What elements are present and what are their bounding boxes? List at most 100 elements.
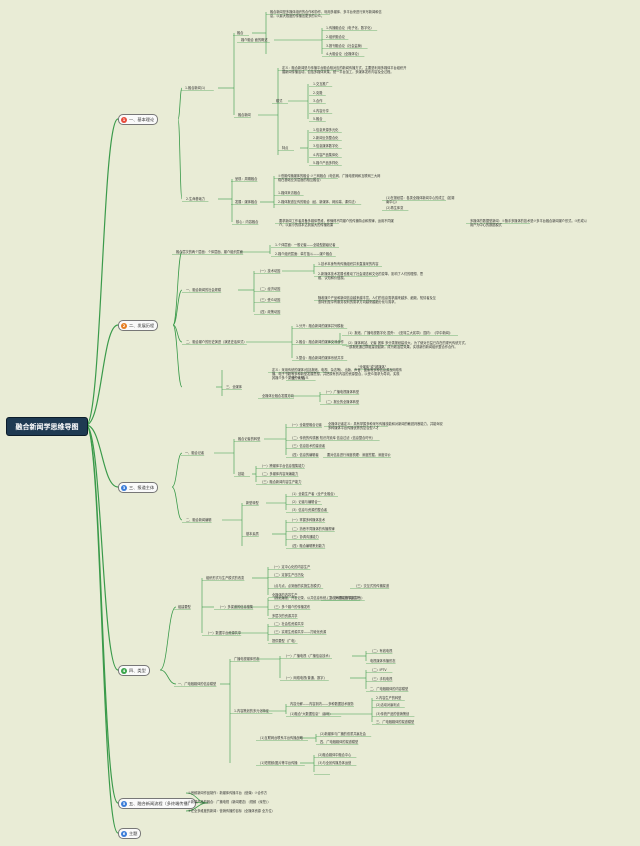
node-42[interactable]: 随着媒介产品和新闻信息越来越丰富，人们的信息需求越来越多、细致，知情者及互惠特别… xyxy=(318,296,436,304)
node-7[interactable]: 4.大融合论（全媒体论） xyxy=(326,52,361,56)
node-62[interactable]: （三）信息技术的建设者 xyxy=(290,444,326,448)
node-69[interactable]: 二、融合新闻编辑 xyxy=(186,518,212,522)
node-60[interactable]: 全媒体记者定义：具有掌握多种采写传播技能和对新闻的敏锐判断能力，并能驾驭多种媒体… xyxy=(328,422,443,430)
node-58[interactable]: 融合记者的转型 xyxy=(238,437,261,441)
node-46[interactable]: 2.融合：融合新闻的媒体交流合作 xyxy=(296,340,344,344)
node-24[interactable]: ①低普传播媒体的融合 ②三网融合（电信网、广播电视网和互联网三大网络在基础业务层… xyxy=(278,174,381,182)
node-26[interactable]: 1.媒体采访融合 xyxy=(278,191,301,195)
node-81[interactable]: （一）定中心化的内容生产 xyxy=(272,565,311,569)
node-23[interactable]: 呈现：周期融合 xyxy=(235,177,258,181)
node-18[interactable]: 2.新闻业务整合化 xyxy=(313,136,339,140)
node-19[interactable]: 3.信息媒体数字化 xyxy=(313,144,339,148)
node-3[interactable]: 媒介融合 面的概述 xyxy=(241,38,268,42)
node-63[interactable]: （四）信息的编辑者 xyxy=(290,453,319,457)
node-15[interactable]: 5.融合 xyxy=(313,117,323,121)
node-104[interactable]: 1.内容策划的多元化特征 xyxy=(234,709,269,713)
node-56[interactable]: （二）报业的全媒体转型 xyxy=(324,400,360,404)
node-65[interactable]: 技能 xyxy=(238,472,245,476)
node-113[interactable]: 四、广电融媒体的渠道模型 xyxy=(320,740,359,744)
node-48[interactable]: （2）媒体网站、记者 团体 多分类报纸建设大。为了使对日益已存在的现代传统方式，… xyxy=(346,341,468,349)
node-34[interactable]: 1.个体层面：一般记者——全能型超级记者 xyxy=(275,243,336,247)
node-83[interactable]: （点与点，点到面的实施生态模式） xyxy=(272,584,323,588)
node-0[interactable]: 1.融合新闻(1) xyxy=(185,86,206,90)
node-2[interactable]: 融合新闻是多媒体组织的合作和协作，利用多媒体、多平台来进行采写新闻和信息，以最大… xyxy=(270,10,382,18)
flow-step[interactable]: ②新闻产品的融合：广播电视（新闻理念）（视频（深挖）） xyxy=(188,800,271,804)
node-99[interactable]: 电视媒体传播形态 xyxy=(370,659,396,663)
node-72[interactable]: （2）记者与编辑合一 xyxy=(290,500,321,504)
node-54[interactable]: 全媒体业融合发展方向 xyxy=(262,394,294,398)
node-21[interactable]: 5.媒介产品多样化 xyxy=(313,161,339,165)
node-95[interactable]: 一、广电融媒体的信息模型 xyxy=(178,682,217,686)
node-37[interactable]: （一）技术动因 xyxy=(258,269,281,273)
node-14[interactable]: 4.内容分享 xyxy=(313,109,329,113)
node-88[interactable]: （二）多元体的内容生产 xyxy=(325,596,361,600)
node-107[interactable]: (1)融合"大数据信息"（赢利） xyxy=(290,712,333,716)
node-92[interactable]: （二）社会性资源共享 xyxy=(272,622,304,626)
node-38[interactable]: 1.技术本身所有传播组织并未直接采的内容 xyxy=(318,262,379,266)
node-109[interactable]: (3)传统产品的营销策划 xyxy=(376,712,410,716)
node-50[interactable]: "全媒体"或"超媒体" xyxy=(358,365,387,369)
node-94[interactable]: 提供要型（广电） xyxy=(272,639,298,643)
node-100[interactable]: （一）网络电视(普通、数字) xyxy=(284,676,325,680)
node-70[interactable]: 新型转型 xyxy=(246,501,259,505)
node-28[interactable]: (1)在报纸层：各类全媒体新闻中心的成立（如湖南中心） xyxy=(386,196,455,204)
node-77[interactable]: （三）协调沟通能力 xyxy=(290,535,319,539)
node-36[interactable]: 一、融合新闻的社会规模 xyxy=(186,288,222,292)
node-106[interactable]: 2.内容生产的转型 xyxy=(376,696,402,700)
node-11[interactable]: 1.交互推广 xyxy=(313,82,329,86)
node-29[interactable]: (2)再生体变 xyxy=(386,206,404,210)
node-51[interactable]: 三、全媒体 xyxy=(226,385,242,389)
node-12[interactable]: 2.克隆 xyxy=(313,91,323,95)
node-1[interactable]: 融合 xyxy=(237,31,244,35)
root-node[interactable]: 融合新闻学思维导图 xyxy=(6,417,88,436)
node-66[interactable]: （一）跨媒体平台信息搜集能力 xyxy=(260,464,305,468)
node-90[interactable]: 多层次的资源共享 xyxy=(272,614,298,618)
node-85[interactable]: 全媒体的内容生产 xyxy=(272,593,298,597)
node-102[interactable]: （三）手机电视 xyxy=(370,677,393,681)
node-112[interactable]: (2)新媒体与广播的双重共赢社会 xyxy=(320,732,366,736)
node-49[interactable]: 3.整合：融合新闻的媒体系统共享 xyxy=(296,356,344,360)
flow-step[interactable]: ①音频新闻作品制作：新媒体传播平台（营弹）②合作方 xyxy=(188,791,268,795)
node-116[interactable]: (3)与全景传媒总体运营 xyxy=(318,761,352,765)
node-9[interactable]: 定义：融合新闻是与传播平台融合相对应的新闻传播方式，主要是利用多媒体平台组织开展… xyxy=(282,66,407,74)
node-73[interactable]: （3）信息与资源的整合者 xyxy=(290,508,328,512)
node-4[interactable]: 1.传播融合论（电子化、数字化） xyxy=(326,26,374,30)
node-91[interactable]: （一）数据平台资源共享 xyxy=(206,631,242,635)
node-6[interactable]: 3.报刊融合论（社会监管） xyxy=(326,44,365,48)
node-16[interactable]: 特点 xyxy=(282,146,289,150)
node-5[interactable]: 2.组织融合论 xyxy=(326,35,345,39)
node-10[interactable]: 模式 xyxy=(276,99,283,103)
node-67[interactable]: （二）多媒体内容采编能力 xyxy=(260,472,299,476)
node-52[interactable]: 定义：采用传统的媒体(包括报纸、电视、杂志等)、出版、声音、图像等多种信息源及网… xyxy=(272,368,402,380)
node-103[interactable]: 二、广电融媒体的内容模型 xyxy=(370,687,409,691)
node-89[interactable]: （三）多个媒介的传播发布 xyxy=(272,605,311,609)
node-114[interactable]: (1)短视频/图片等平台传播 xyxy=(260,761,298,765)
node-8[interactable]: 融合新闻 xyxy=(238,113,251,117)
node-61[interactable]: （二）传统的传感器 知识背景库 信息过滤（信息整合时代） xyxy=(290,436,375,440)
node-76[interactable]: （二）熟悉不同媒体的传播规律 xyxy=(290,527,335,531)
node-30[interactable]: 核心：内容融合 xyxy=(236,220,259,224)
node-110[interactable]: 三、广电融媒体的渠道模型 xyxy=(376,720,415,724)
node-108[interactable]: (2)活动对赢利点 xyxy=(376,703,400,707)
node-53[interactable]: "全""大"含义 xyxy=(290,376,309,380)
node-71[interactable]: （1）全能生产者（全产业融合） xyxy=(290,492,337,496)
node-25[interactable]: 发展：媒体融合 xyxy=(235,200,258,204)
node-39[interactable]: 2.新媒体技术发展也推动了社会观念和文化的变革，影响了人们的理想、思维、认知和价… xyxy=(318,272,424,280)
node-82[interactable]: （二）定部生产日历及 xyxy=(272,573,304,577)
node-86[interactable]: （一）多渠道的信息搜集 xyxy=(218,605,254,609)
node-33[interactable]: 融合层次的两个层面：个体层面、媒介组织层面 xyxy=(176,250,243,254)
node-93[interactable]: （三）实现生资源共享——打破化资源 xyxy=(272,630,327,634)
node-87[interactable]: （报纸编报、开发记录、公共信息系统，新技术要主推调用平台） xyxy=(272,596,365,600)
node-105[interactable]: 内容分解——内容到内——多种数据技术服务 xyxy=(290,702,354,706)
node-43[interactable]: （四）政策动因 xyxy=(258,310,281,314)
node-78[interactable]: （四）融合编辑策划能力 xyxy=(290,544,326,548)
node-96[interactable]: 广播电视媒体形态 xyxy=(234,657,260,661)
node-115[interactable]: (2)融合媒体中融合中心 xyxy=(318,753,352,757)
node-45[interactable]: 1.分开：融合新闻的媒体并列模板 xyxy=(296,324,344,328)
node-101[interactable]: （二）IPTV xyxy=(370,668,387,672)
node-22[interactable]: 2.生命基础力 xyxy=(186,197,205,201)
node-35[interactable]: 2.媒介组织层面：单打独斗——媒介融合 xyxy=(275,252,333,256)
